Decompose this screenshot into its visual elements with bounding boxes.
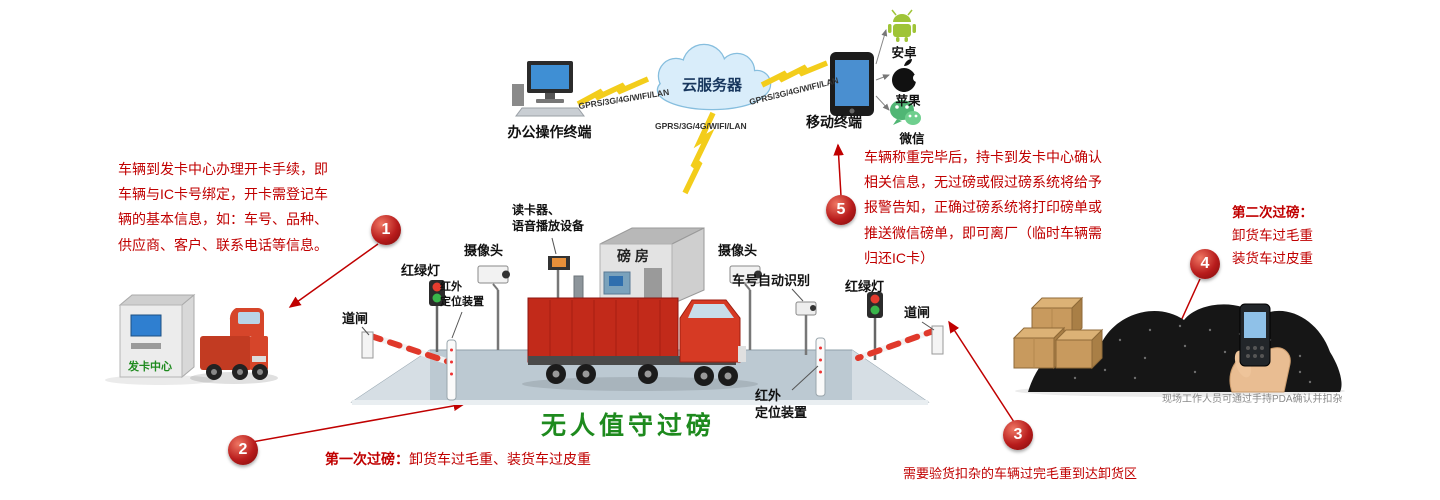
reader-label-line1: 读卡器、 bbox=[512, 203, 561, 217]
link-label-center: GPRS/3G/4G/WIFI/LAN bbox=[655, 121, 747, 131]
cargo-boxes-icon bbox=[1012, 296, 1104, 370]
traffic-light-left-label: 红绿灯 bbox=[401, 263, 441, 278]
note-first-weigh-text: 卸货车过毛重、装货车过皮重 bbox=[409, 451, 591, 467]
step-4-badge: 4 bbox=[1190, 249, 1220, 279]
cloud-server-icon bbox=[656, 43, 772, 111]
infrared-left-line1: 红外 bbox=[440, 281, 462, 293]
infrared-column-right-icon bbox=[815, 337, 826, 397]
cloud-server-label: 云服务器 bbox=[681, 77, 742, 94]
gate-right-label: 道闸 bbox=[904, 305, 931, 320]
truck-icon bbox=[522, 297, 758, 391]
note-pda: 现场工作人员可通过手持PDA确认并扣杂 bbox=[1162, 394, 1343, 405]
reader-label-line2: 语音播放设备 bbox=[512, 219, 585, 234]
camera-right-label: 摄像头 bbox=[718, 243, 758, 258]
infrared-left-label: 红外 定位装置 bbox=[440, 280, 484, 310]
traffic-light-left-icon bbox=[429, 280, 445, 352]
note-first-weigh-title: 第一次过磅： bbox=[325, 451, 409, 467]
camera-left-icon bbox=[477, 265, 510, 350]
card-center-truck-icon bbox=[190, 308, 278, 384]
card-center-label: 发卡中心 bbox=[128, 361, 172, 373]
camera-right-icon bbox=[729, 265, 762, 350]
gate-left-label: 道闸 bbox=[342, 311, 369, 326]
app-link-arrows bbox=[875, 29, 890, 111]
pda-hand-icon bbox=[1229, 303, 1291, 393]
weigh-house-label: 磅 房 bbox=[617, 248, 649, 264]
reader-label: 读卡器、 语音播放设备 bbox=[512, 202, 584, 234]
mobile-terminal-label: 移动终端 bbox=[806, 114, 862, 130]
step-2-badge: 2 bbox=[228, 435, 258, 465]
infrared-right-line1: 红外 bbox=[755, 388, 782, 403]
mobile-terminal-icon bbox=[830, 52, 874, 116]
android-label: 安卓 bbox=[891, 46, 917, 60]
wechat-label: 微信 bbox=[899, 132, 925, 146]
note-second-weigh-line2: 装货车过皮重 bbox=[1232, 250, 1313, 266]
card-center-building-icon bbox=[105, 293, 215, 385]
traffic-light-right-label: 红绿灯 bbox=[845, 279, 885, 294]
office-terminal-icon bbox=[512, 61, 585, 117]
plate-recognition-camera-icon bbox=[795, 301, 817, 355]
step-5-badge: 5 bbox=[826, 195, 856, 225]
infrared-right-label: 红外 定位装置 bbox=[755, 388, 807, 422]
apple-label: 苹果 bbox=[895, 94, 921, 108]
main-title: 无人值守过磅 bbox=[540, 412, 715, 440]
traffic-light-right-icon bbox=[867, 292, 883, 360]
infrared-column-left-icon bbox=[446, 339, 457, 401]
note-card-issue: 车辆到发卡中心办理开卡手续，即车辆与IC卡号绑定，开卡需登记车辆的基本信息，如：… bbox=[118, 161, 328, 253]
infrared-left-line2: 定位装置 bbox=[440, 295, 484, 308]
step-3-badge: 3 bbox=[1003, 420, 1033, 450]
label-pointer-lines bbox=[361, 237, 935, 391]
apple-icon bbox=[892, 59, 921, 92]
wechat-icon bbox=[890, 100, 921, 125]
note-second-weigh: 第二次过磅： 卸货车过毛重 装货车过皮重 bbox=[1232, 202, 1352, 271]
step-1-badge: 1 bbox=[371, 215, 401, 245]
office-terminal-label: 办公操作终端 bbox=[507, 124, 592, 140]
barrier-gate-left-icon bbox=[361, 331, 455, 366]
lightning-bolts bbox=[576, 60, 829, 195]
note-unload-area: 需要验货扣杂的车辆过完毛重到达卸货区 bbox=[903, 466, 1138, 481]
weigh-house-icon bbox=[599, 227, 705, 305]
barrier-gate-right-icon bbox=[855, 325, 944, 361]
note-second-weigh-line1: 卸货车过毛重 bbox=[1232, 227, 1313, 243]
plate-recognition-label: 车号自动识别 bbox=[732, 273, 811, 288]
android-icon bbox=[888, 9, 916, 42]
note-second-weigh-title: 第二次过磅： bbox=[1232, 205, 1313, 220]
note-after-weigh: 车辆称重完毕后，持卡到发卡中心确认相关信息，无过磅或假过磅系统将给予报警告知，正… bbox=[864, 149, 1102, 266]
infrared-right-line2: 定位装置 bbox=[755, 404, 808, 420]
camera-left-label: 摄像头 bbox=[464, 243, 504, 258]
note-first-weigh: 第一次过磅：卸货车过毛重、装货车过皮重 bbox=[325, 447, 591, 472]
